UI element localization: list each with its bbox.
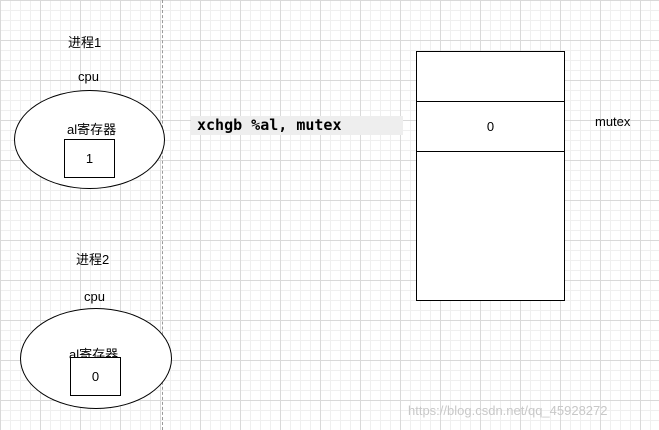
memory-cell-mutex: 0 bbox=[417, 102, 564, 152]
memory-cell-2 bbox=[417, 152, 564, 300]
vertical-divider bbox=[162, 0, 163, 430]
process1-title: 进程1 bbox=[68, 35, 102, 50]
process2-register-value: 0 bbox=[91, 369, 100, 384]
process1-register-label: al寄存器 bbox=[67, 122, 117, 137]
process1-register-box: 1 bbox=[64, 139, 115, 178]
process1-cpu-label: cpu bbox=[78, 69, 99, 84]
process2-title: 进程2 bbox=[76, 252, 110, 267]
process2-cpu-label: cpu bbox=[84, 289, 105, 304]
watermark: https://blog.csdn.net/qq_45928272 bbox=[408, 403, 608, 418]
xchg-instruction: xchgb %al, mutex bbox=[191, 116, 403, 135]
memory-cell-0 bbox=[417, 52, 564, 102]
mutex-label: mutex bbox=[595, 114, 631, 129]
mutex-value: 0 bbox=[486, 119, 495, 134]
process1-register-value: 1 bbox=[85, 151, 94, 166]
memory-block: 0 bbox=[416, 51, 565, 301]
process2-register-box: 0 bbox=[70, 357, 121, 396]
